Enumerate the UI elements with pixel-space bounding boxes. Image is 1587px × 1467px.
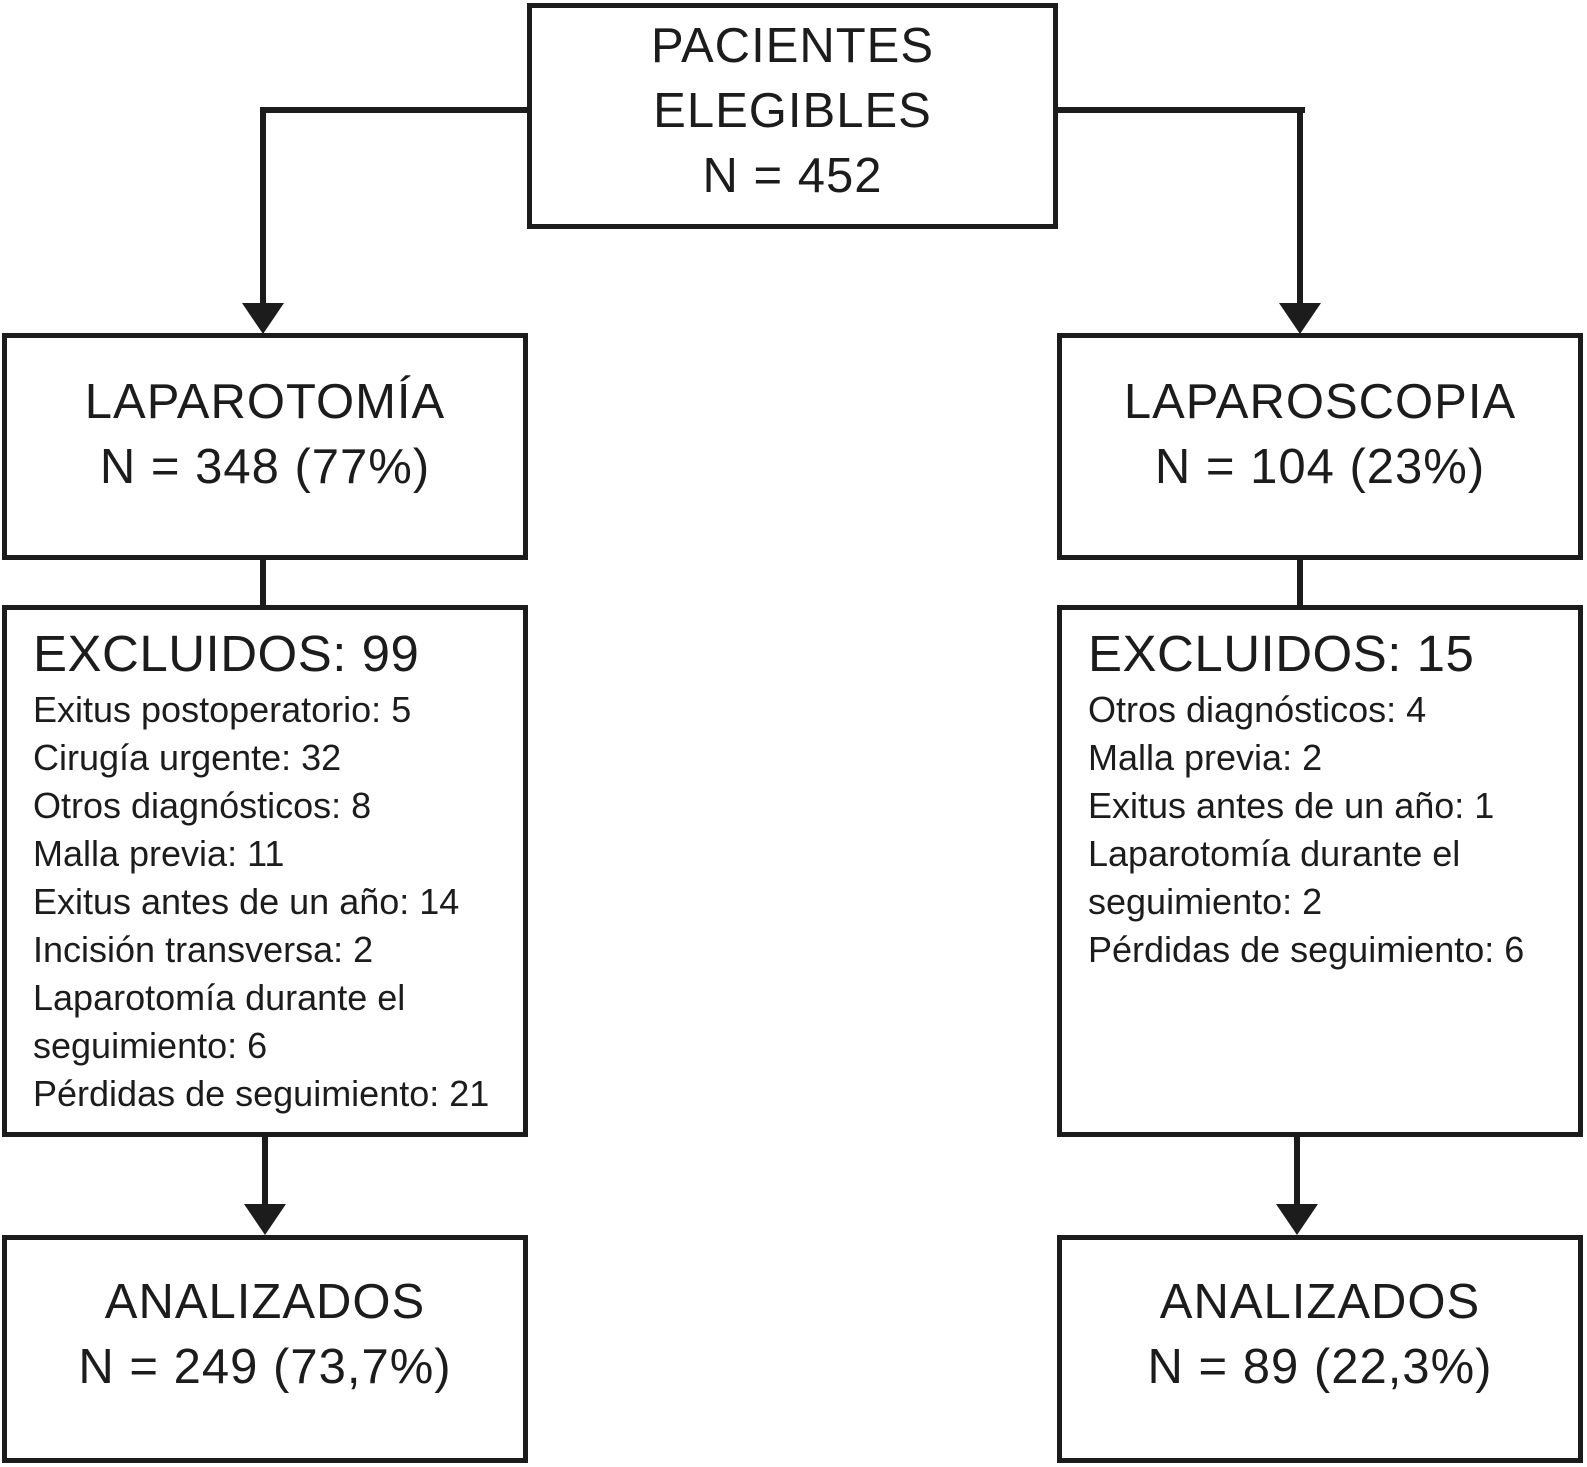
laparotomy-title: LAPAROTOMÍA xyxy=(84,375,446,429)
excluded-item: Exitus antes de un año: 14 xyxy=(33,881,460,922)
laparoscopy-group-box: LAPAROSCOPIA N = 104 (23%) xyxy=(1057,333,1583,560)
connector-right-vertical-line xyxy=(1297,107,1303,308)
excluded-item: Otros diagnósticos: 8 xyxy=(33,785,372,826)
eligible-patients-box: PACIENTES ELEGIBLES N = 452 xyxy=(527,3,1058,229)
excluded-item: Exitus antes de un año: 1 xyxy=(1088,785,1495,826)
laparotomy-excluded-list: Exitus postoperatorio: 5 Cirugía urgente:… xyxy=(33,686,515,1118)
connector-right-excluded-to-analyzed-line xyxy=(1294,1135,1300,1207)
laparotomy-excluded-title: EXCLUIDOS: 99 xyxy=(33,625,420,682)
laparotomy-analyzed-box: ANALIZADOS N = 249 (73,7%) xyxy=(2,1235,528,1463)
connector-left-vertical-line xyxy=(260,107,266,308)
arrowhead-left-top-icon xyxy=(242,303,284,334)
connector-left-excluded-to-analyzed-line xyxy=(262,1135,268,1207)
laparotomy-analyzed-count: N = 249 (73,7%) xyxy=(78,1340,452,1394)
excluded-item: Laparotomía durante el seguimiento: 2 xyxy=(1088,833,1461,922)
laparoscopy-excluded-title: EXCLUIDOS: 15 xyxy=(1088,625,1475,682)
connector-right-horizontal-line xyxy=(1055,107,1305,113)
laparotomy-excluded-box: EXCLUIDOS: 99 Exitus postoperatorio: 5 Ci… xyxy=(2,605,528,1137)
excluded-item: Pérdidas de seguimiento: 6 xyxy=(1088,929,1525,970)
laparoscopy-excluded-box: EXCLUIDOS: 15 Otros diagnósticos: 4 Malla… xyxy=(1057,605,1583,1137)
excluded-item: Exitus postoperatorio: 5 xyxy=(33,689,412,730)
laparoscopy-analyzed-count: N = 89 (22,3%) xyxy=(1147,1340,1493,1394)
excluded-item: Malla previa: 2 xyxy=(1088,737,1323,778)
excluded-item: Pérdidas de seguimiento: 21 xyxy=(33,1073,490,1114)
connector-left-group-to-excluded-line xyxy=(260,558,266,607)
excluded-item: Cirugía urgente: 32 xyxy=(33,737,342,778)
arrowhead-left-bottom-icon xyxy=(244,1204,286,1235)
eligible-patients-label-line1: PACIENTES xyxy=(650,19,935,73)
laparoscopy-analyzed-title: ANALIZADOS xyxy=(1159,1275,1481,1329)
connector-left-horizontal-line xyxy=(260,107,532,113)
arrowhead-right-top-icon xyxy=(1279,303,1321,334)
connector-right-group-to-excluded-line xyxy=(1297,558,1303,607)
laparotomy-count: N = 348 (77%) xyxy=(99,440,431,494)
laparoscopy-excluded-list: Otros diagnósticos: 4 Malla previa: 2 Exit… xyxy=(1088,686,1570,974)
laparoscopy-analyzed-box: ANALIZADOS N = 89 (22,3%) xyxy=(1057,1235,1583,1463)
laparoscopy-count: N = 104 (23%) xyxy=(1154,440,1486,494)
laparotomy-analyzed-title: ANALIZADOS xyxy=(104,1275,426,1329)
eligible-patients-count: N = 452 xyxy=(702,149,883,203)
excluded-item: Incisión transversa: 2 xyxy=(33,929,374,970)
laparoscopy-title: LAPAROSCOPIA xyxy=(1123,375,1517,429)
eligible-patients-label-line2: ELEGIBLES xyxy=(653,84,932,138)
excluded-item: Laparotomía durante el seguimiento: 6 xyxy=(33,977,406,1066)
arrowhead-right-bottom-icon xyxy=(1276,1204,1318,1235)
excluded-item: Malla previa: 11 xyxy=(33,833,285,874)
laparotomy-group-box: LAPAROTOMÍA N = 348 (77%) xyxy=(2,333,528,560)
excluded-item: Otros diagnósticos: 4 xyxy=(1088,689,1427,730)
